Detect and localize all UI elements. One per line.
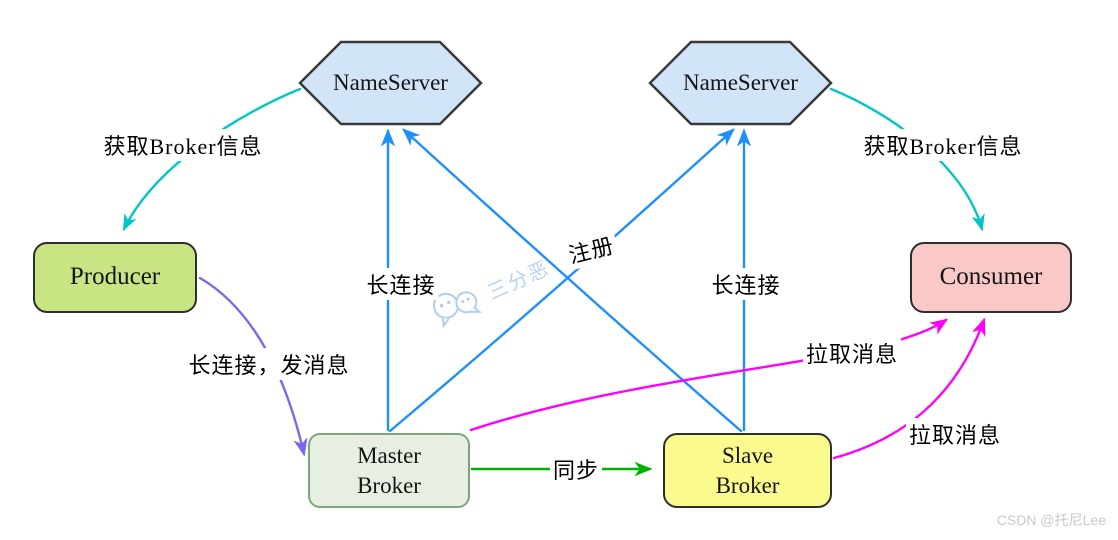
wechat-icon	[432, 291, 483, 329]
nameserver-left-label: NameServer	[333, 70, 448, 96]
label-sync: 同步	[549, 453, 603, 485]
node-master-broker: Master Broker	[308, 433, 470, 508]
hexagon-shape	[298, 40, 483, 126]
producer-label: Producer	[69, 263, 161, 291]
label-long-connection-right: 长连接	[708, 268, 784, 300]
label-pull-message-upper: 拉取消息	[802, 337, 902, 369]
node-nameserver-left: NameServer	[298, 40, 483, 126]
node-producer: Producer	[33, 242, 197, 313]
master-broker-label: Master Broker	[357, 442, 421, 498]
hexagon-shape	[648, 40, 833, 126]
label-get-broker-info-left: 获取Broker信息	[100, 129, 266, 161]
label-get-broker-info-right: 获取Broker信息	[860, 129, 1026, 161]
label-long-connection-left: 长连接	[363, 268, 439, 300]
edge-slave-pull-consumer	[832, 317, 986, 460]
wechat-watermark: 三分恶	[425, 246, 556, 334]
node-slave-broker: Slave Broker	[663, 433, 832, 508]
edge-slave-register-ns-left	[402, 128, 743, 433]
label-pull-message-lower: 拉取消息	[905, 418, 1005, 450]
node-consumer: Consumer	[910, 242, 1072, 313]
consumer-label: Consumer	[939, 263, 1043, 291]
edge-master-register-ns-right	[388, 128, 735, 433]
slave-broker-label: Slave Broker	[715, 442, 780, 498]
edge-master-pull-consumer	[469, 318, 949, 432]
nameserver-right-label: NameServer	[683, 70, 798, 96]
node-nameserver-right: NameServer	[648, 40, 833, 126]
csdn-watermark: CSDN @托尼Lee	[996, 512, 1106, 528]
label-long-connection-send-message: 长连接，发消息	[185, 348, 353, 380]
